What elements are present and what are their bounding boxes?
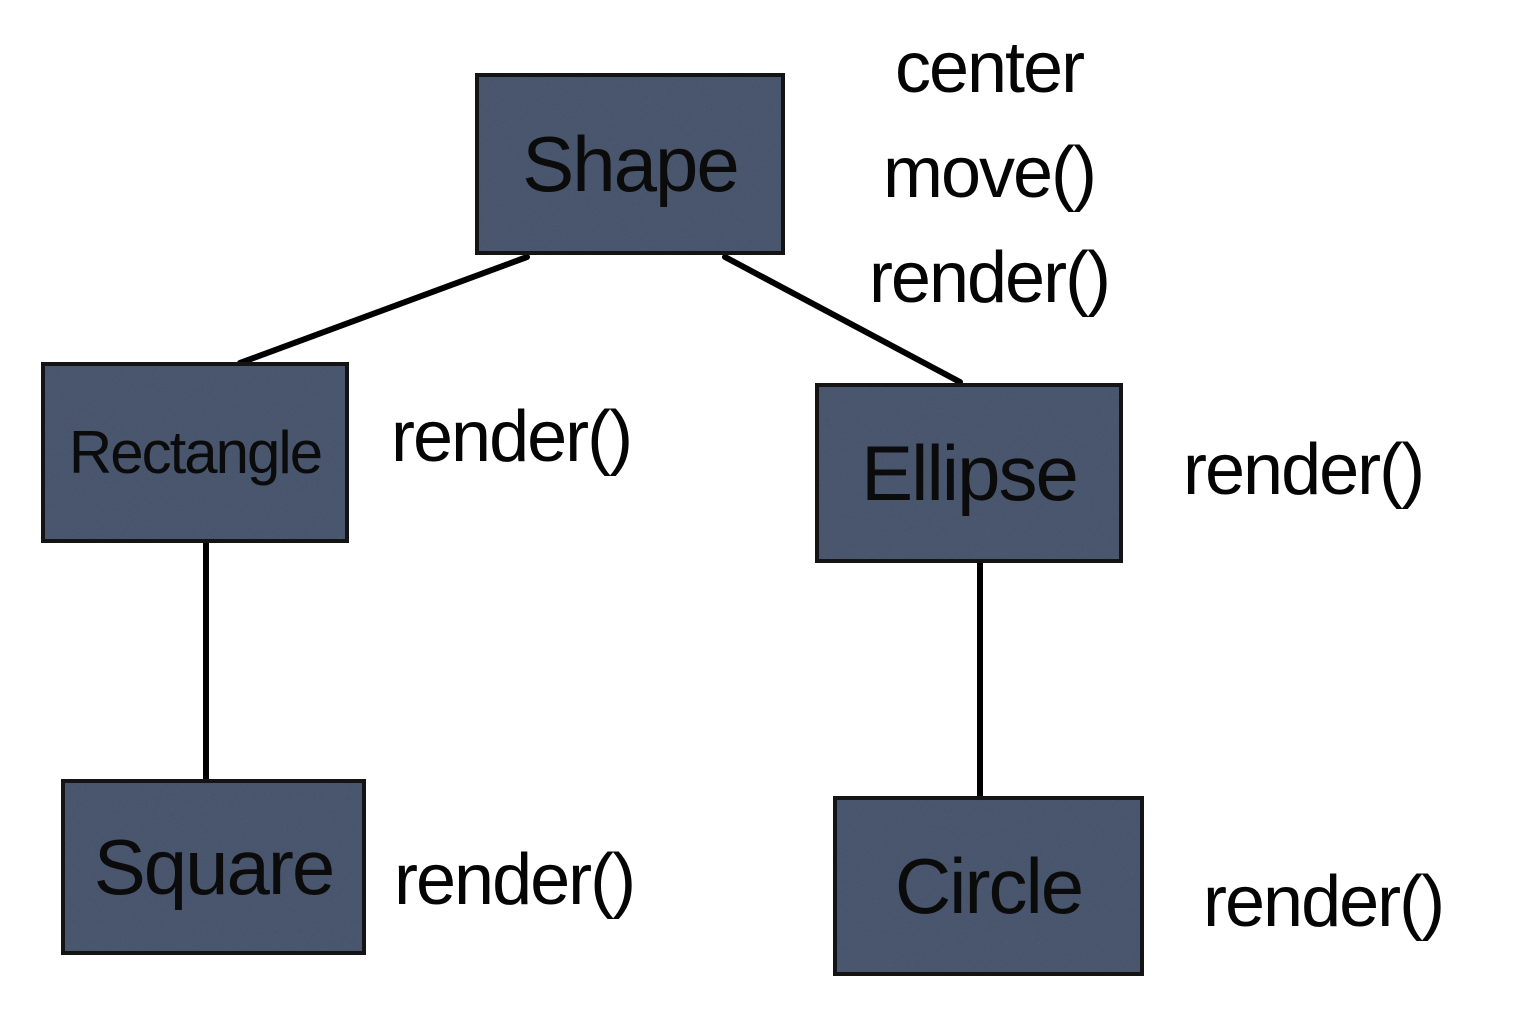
class-box-rectangle: Rectangle [41,362,349,543]
shape-member-render: render() [868,238,1111,318]
annotation-ellipse-render: render() [1183,430,1425,510]
shape-member-center: center [894,28,1085,108]
class-label-rectangle: Rectangle [68,419,323,486]
class-box-circle: Circle [833,796,1144,976]
edge-shape-rectangle [237,254,530,366]
class-label-ellipse: Ellipse [861,428,1079,517]
class-label-square: Square [93,822,336,911]
class-label-shape: Shape [522,119,740,208]
class-box-square: Square [61,779,366,955]
annotation-square-render: render() [394,840,636,920]
annotation-shape-members: center move() render() [828,16,1150,331]
annotation-circle-render: render() [1203,862,1445,942]
shape-member-move: move() [882,133,1097,213]
class-label-circle: Circle [894,841,1084,930]
annotation-rectangle-render: render() [391,397,633,477]
class-box-shape: Shape [475,73,785,255]
class-box-ellipse: Ellipse [815,383,1123,563]
